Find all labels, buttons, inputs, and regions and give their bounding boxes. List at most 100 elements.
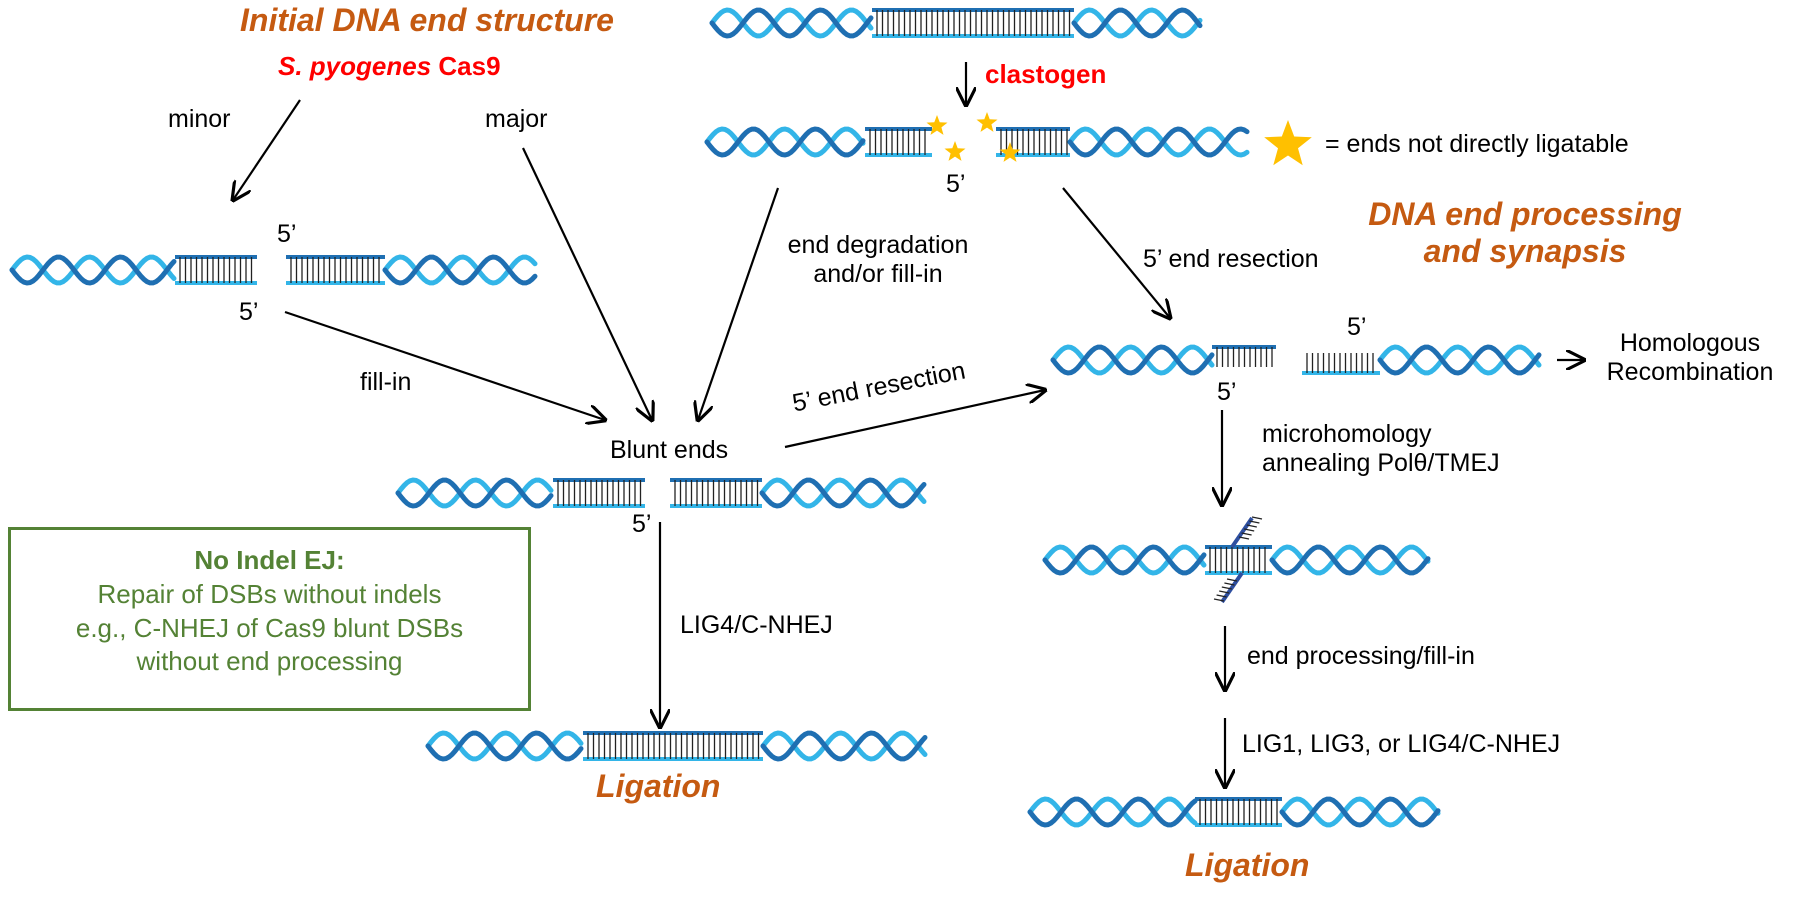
label-5prime-resected-top: 5’ — [1347, 313, 1367, 341]
label-hr-line1: Homologous — [1619, 329, 1761, 357]
dna-microhomology-annealed — [1042, 516, 1431, 604]
cas9-species: S. pyogenes — [278, 51, 432, 81]
flap-rung — [1221, 586, 1232, 590]
label-minor: minor — [168, 105, 231, 133]
dna-clastogen-broken — [704, 126, 1250, 158]
label-mmej: microhomology annealing Polθ/TMEJ — [1262, 420, 1500, 478]
dna-resected-ends — [1050, 344, 1542, 376]
heading-end-processing-line1: DNA end processing — [1368, 196, 1682, 232]
star-icon — [999, 142, 1021, 162]
dna-strand-light — [1027, 796, 1198, 828]
dna-blunt-ends — [395, 477, 927, 509]
label-lig4-cnhej: LIG4/C-NHEJ — [680, 611, 833, 639]
flap-rung — [1226, 578, 1238, 582]
flap-rung — [1241, 532, 1252, 536]
label-5prime-resected-bottom: 5’ — [1217, 378, 1237, 406]
flap-rung — [1216, 594, 1227, 598]
dna-strand-light — [1050, 344, 1215, 376]
dna-strand-light — [759, 477, 927, 509]
flap-rung — [1251, 516, 1263, 520]
label-end-degradation-line2: and/or fill-in — [813, 259, 943, 288]
dna-strand-dark — [704, 126, 866, 158]
dna-strand-dark — [425, 730, 584, 762]
dna-strand-light — [1377, 344, 1542, 376]
label-fill-in: fill-in — [360, 368, 412, 396]
dna-strand-dark — [1269, 544, 1431, 576]
label-resection-top: 5’ end resection — [1143, 245, 1319, 273]
cas9-name: Cas9 — [431, 51, 501, 81]
star-markers — [926, 112, 1312, 166]
dna-strand-dark — [1027, 796, 1198, 828]
no-indel-ej-title: No Indel EJ: — [194, 545, 345, 575]
dna-strand-light — [395, 477, 554, 509]
dna-strand-dark — [709, 7, 874, 39]
arrows — [233, 62, 1584, 787]
heading-initial-structure: Initial DNA end structure — [240, 2, 614, 38]
label-end-degradation: end degradation and/or fill-in — [758, 231, 998, 289]
label-hr-line2: Recombination — [1606, 357, 1774, 386]
label-5prime-clastogen: 5’ — [946, 170, 966, 198]
label-5prime-top-right: 5’ — [277, 220, 297, 248]
arrow-resection-top — [1062, 187, 1170, 318]
dna-strand-dark — [9, 254, 177, 286]
label-5prime-top-left: 5’ — [239, 298, 259, 326]
dna-strand-dark — [1279, 796, 1441, 828]
flap-rung — [1244, 528, 1255, 532]
dna-strand-dark — [382, 254, 538, 286]
dna-intact-top — [709, 7, 1203, 39]
heading-end-processing: DNA end processing and synapsis — [1360, 196, 1690, 270]
star-icon — [926, 115, 948, 135]
arrow-cas9-major — [522, 147, 652, 420]
label-end-processing-fill-in: end processing/fill-in — [1247, 642, 1475, 670]
dna-staggered-cut — [9, 254, 538, 286]
dna-strand-light — [760, 730, 928, 762]
star-icon — [976, 112, 998, 132]
flap-rung — [1249, 520, 1260, 524]
label-blunt-ends: Blunt ends — [610, 436, 729, 464]
label-ligase-options: LIG1, LIG3, or LIG4/C-NHEJ — [1242, 730, 1561, 758]
dna-molecules — [9, 7, 1542, 828]
label-end-degradation-line1: end degradation — [787, 231, 969, 259]
arrow-end-degradation — [698, 187, 780, 420]
dna-strand-light — [1269, 544, 1431, 576]
label-5prime-blunt: 5’ — [632, 510, 652, 538]
label-major: major — [485, 105, 548, 133]
no-indel-ej-line2: e.g., C-NHEJ of Cas9 blunt DSBs — [75, 612, 464, 643]
dna-strand-dark — [1050, 344, 1215, 376]
dna-strand-dark — [395, 477, 554, 509]
label-mmej-line1: microhomology — [1262, 420, 1432, 448]
flap-rung — [1246, 524, 1257, 528]
flap-rung — [1213, 598, 1225, 602]
dna-strand-light — [1279, 796, 1441, 828]
label-homologous-recombination: Homologous Recombination — [1585, 329, 1795, 387]
dna-strand-dark — [1067, 126, 1250, 158]
dna-strand-light — [9, 254, 177, 286]
dna-strand-light — [704, 126, 866, 158]
dna-strand-light — [1042, 544, 1207, 576]
star-legend-icon — [1264, 120, 1312, 166]
no-indel-ej-line3: without end processing — [136, 646, 403, 677]
dna-strand-dark — [1042, 544, 1207, 576]
no-indel-ej-line1: Repair of DSBs without indels — [97, 578, 442, 609]
dna-strand-light — [425, 730, 584, 762]
arrow-resection-mid — [784, 390, 1045, 449]
flap-rung — [1219, 590, 1230, 594]
no-indel-ej-box: No Indel EJ: Repair of DSBs without inde… — [8, 527, 531, 711]
flap-rung — [1238, 536, 1250, 540]
dna-strand-dark — [760, 730, 928, 762]
flap-rung — [1224, 582, 1235, 586]
dna-strand-dark — [759, 477, 927, 509]
cas9-label: S. pyogenes Cas9 — [278, 51, 501, 82]
dna-ligated-right — [1027, 796, 1441, 828]
dna-ligated-left — [425, 730, 928, 762]
clastogen-label: clastogen — [985, 59, 1107, 89]
arrow-fill-in — [284, 310, 605, 420]
heading-ligation-right: Ligation — [1185, 847, 1310, 883]
heading-ligation-left: Ligation — [596, 768, 721, 804]
arrow-cas9-minor — [233, 99, 301, 200]
label-mmej-line2: annealing Polθ/TMEJ — [1262, 448, 1500, 477]
dna-strand-light — [709, 7, 874, 39]
legend-text: = ends not directly ligatable — [1325, 130, 1629, 158]
